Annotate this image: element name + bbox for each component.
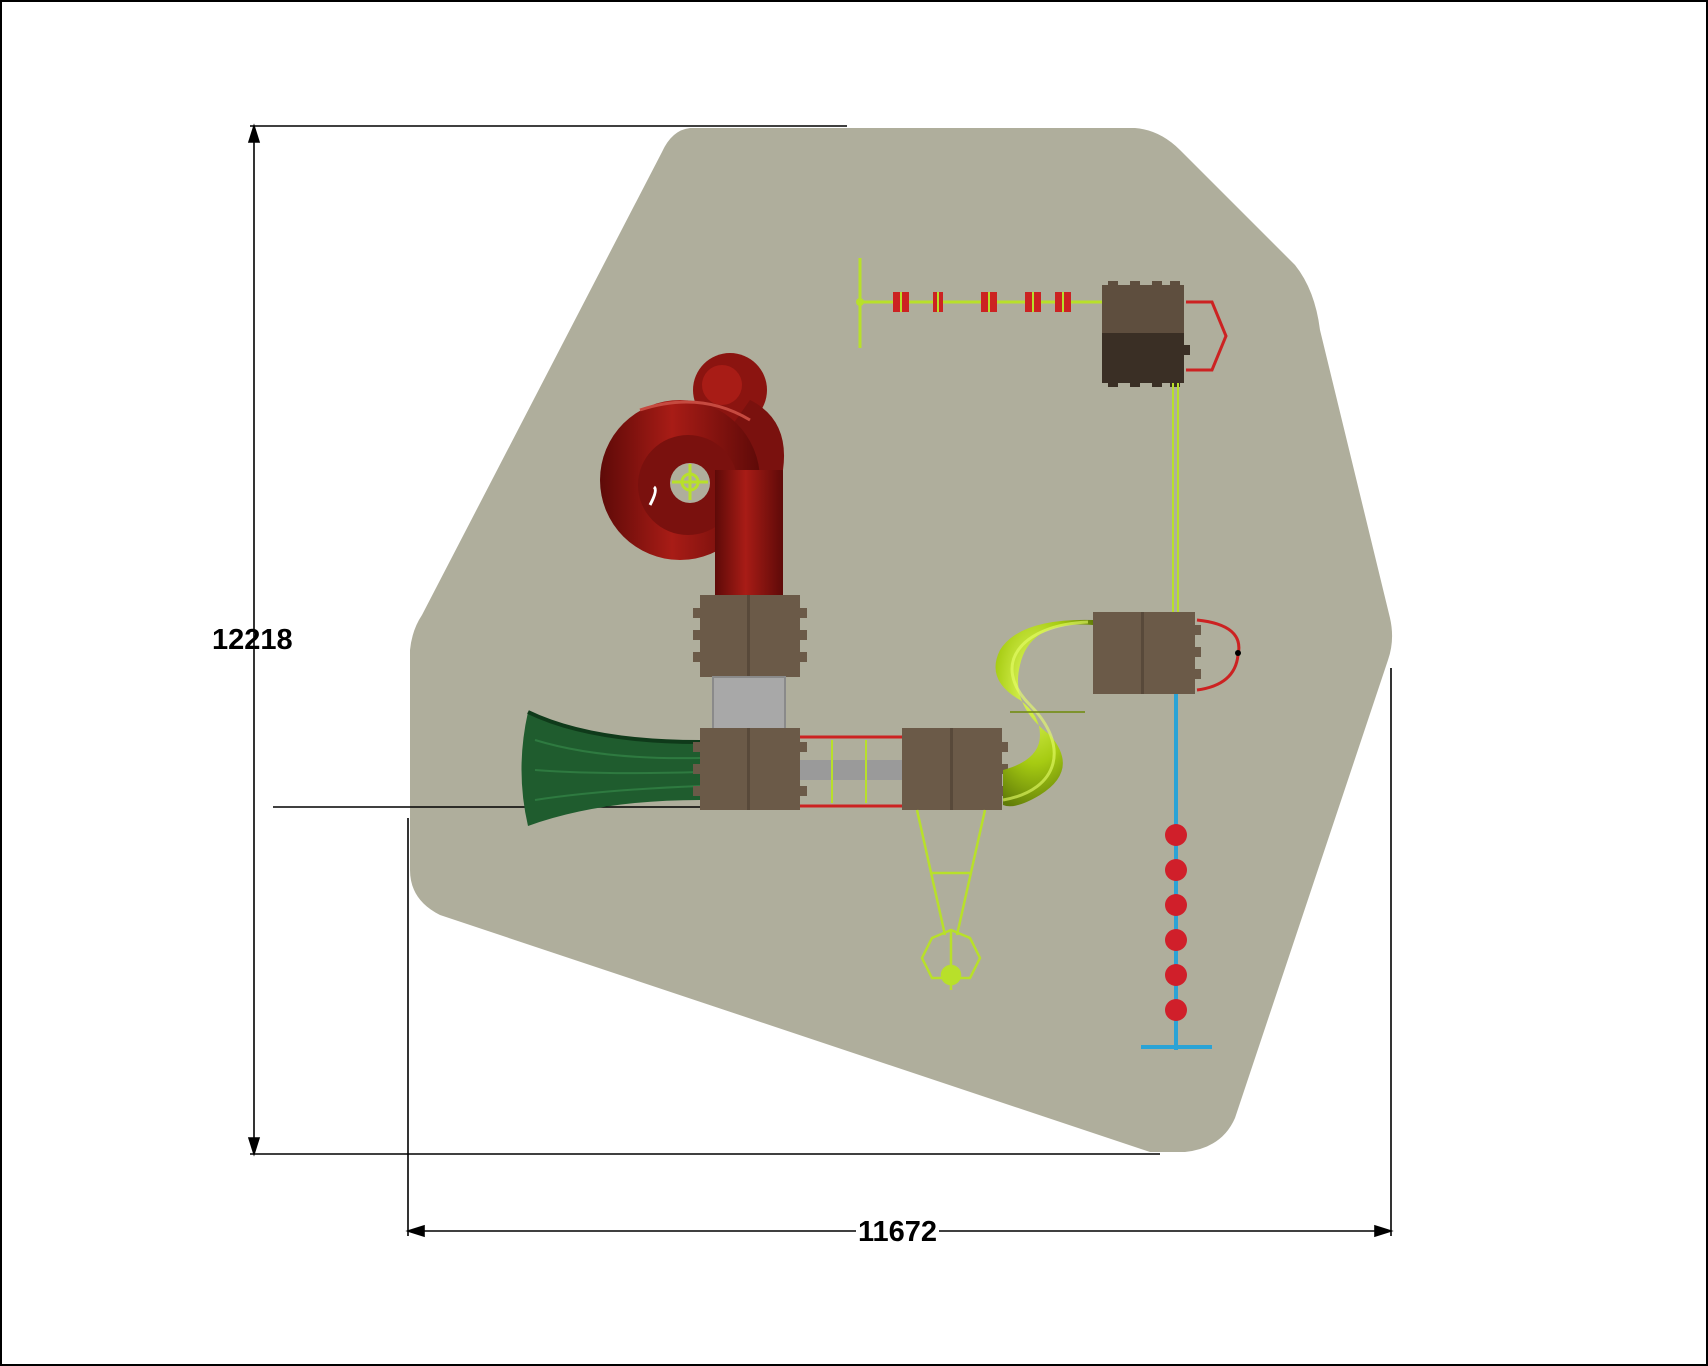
steering-wheel-icon — [672, 464, 708, 500]
bridge — [800, 735, 902, 808]
spiral-slide — [995, 619, 1093, 807]
height-dimension-label: 12218 — [212, 624, 293, 656]
height-dimension — [247, 123, 1160, 1157]
chain-bridge — [1172, 383, 1179, 612]
tower-lower-left — [693, 728, 807, 810]
tower-middle — [902, 728, 1008, 810]
tube-slide — [600, 353, 785, 600]
width-dimension-label: 11672 — [856, 1216, 940, 1248]
climbing-pole — [1141, 694, 1212, 1050]
safety-surface — [410, 128, 1393, 1152]
rope-climber — [915, 809, 987, 990]
tower-upper-left — [693, 595, 807, 677]
connector-deck — [712, 676, 786, 730]
wave-slide — [521, 710, 701, 826]
tower-right — [1093, 612, 1241, 694]
horizontal-ladder — [856, 258, 1102, 348]
tower-top-right — [1102, 281, 1228, 387]
